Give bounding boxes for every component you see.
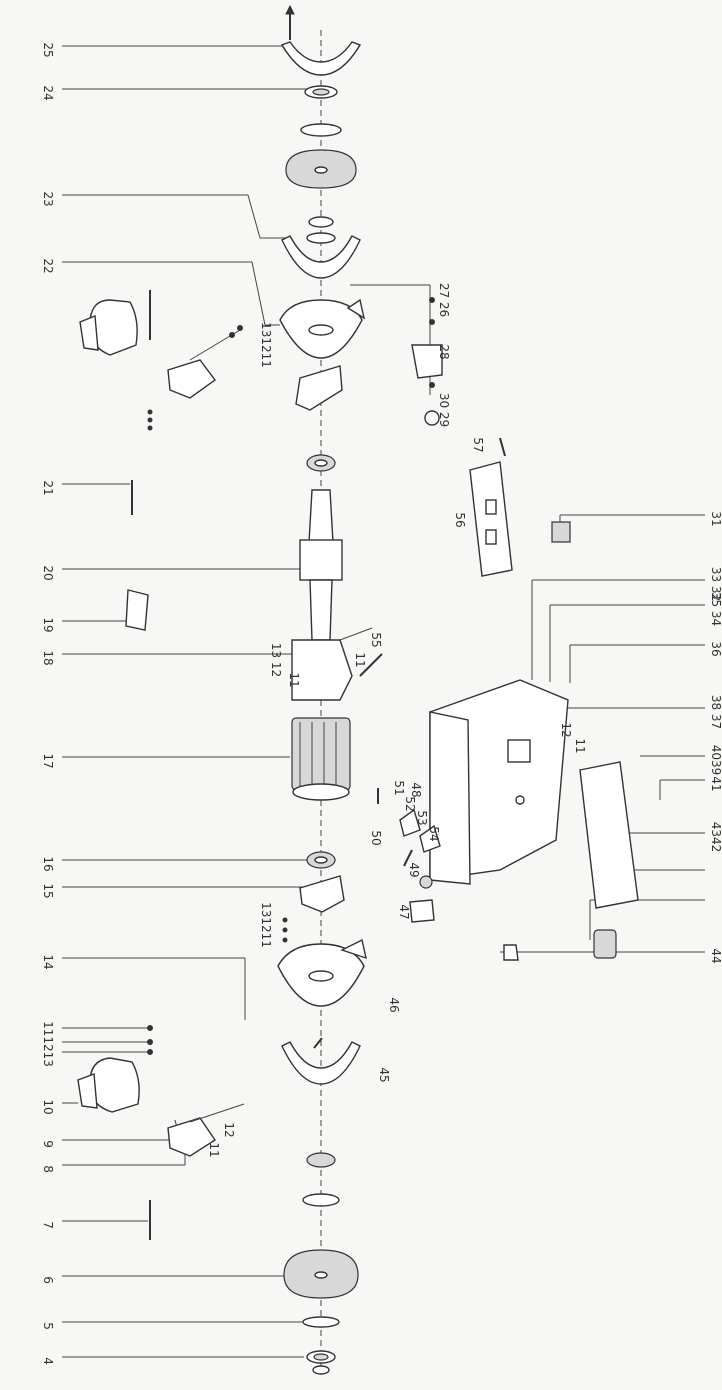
base-plate	[429, 679, 569, 885]
part-label-i56: 56	[453, 512, 467, 527]
bottom-cover-plate	[579, 761, 639, 909]
part-label-i53: 53	[415, 810, 429, 825]
motor-shaft	[299, 489, 343, 641]
washer-top	[300, 123, 342, 137]
end-cap	[299, 875, 345, 913]
washer-5	[302, 1316, 340, 1328]
parts	[77, 4, 639, 1375]
leader-lines-left	[62, 45, 322, 1358]
part-label-i2726: 27 26	[437, 283, 451, 317]
part-label-n111213: 111213	[41, 1021, 55, 1067]
grinding-wheel-top	[285, 149, 357, 189]
flange-nut-top	[304, 85, 338, 99]
part-label-i12b: 12	[559, 722, 573, 737]
part-label-i55: 55	[369, 632, 383, 647]
part-label-i57: 57	[471, 437, 485, 452]
part-label-i45: 45	[377, 1067, 391, 1082]
part-label-n22: 22	[41, 258, 55, 273]
part-label-n9: 9	[41, 1140, 55, 1148]
part-label-n23: 23	[41, 191, 55, 206]
eye-shield-bottom	[77, 917, 288, 1240]
part-label-i52: 52	[403, 796, 417, 811]
inner-wheel-guard-bottom	[277, 938, 367, 1007]
part-label-r36: 36	[709, 641, 722, 656]
part-label-i131211b: 131211	[259, 902, 273, 948]
part-label-i48: 48	[409, 782, 423, 797]
part-label-n15: 15	[41, 883, 55, 898]
part-label-i11b: 11	[287, 672, 301, 687]
part-label-n4: 4	[41, 1357, 55, 1365]
motor-housing-cover	[291, 627, 383, 701]
label-plate	[125, 589, 149, 631]
part-label-i49: 49	[407, 862, 421, 877]
washer-bottom	[302, 1193, 340, 1207]
part-label-n10: 10	[41, 1099, 55, 1114]
part-label-i1312: 13 12	[269, 643, 283, 677]
part-label-i3029: 30 29	[437, 393, 451, 427]
part-label-n20: 20	[41, 565, 55, 580]
part-label-n24: 24	[41, 85, 55, 100]
bearing-top	[306, 454, 336, 472]
top-guard-cover	[280, 4, 362, 76]
small-hardware	[377, 788, 441, 867]
part-label-r4039: 4039	[709, 745, 722, 776]
part-label-r31: 31	[709, 511, 722, 526]
part-label-r3332: 33 32	[709, 567, 722, 601]
part-label-i11c: 11	[353, 652, 367, 667]
part-label-n25: 25	[41, 42, 55, 57]
part-label-i46: 46	[387, 997, 401, 1012]
switch	[551, 521, 571, 543]
left-labels: 25 24 23 22 21 20 19 18 17 16 15 14 111213 10 9 8 7 6 5 4	[41, 42, 55, 1364]
stator-armature	[291, 717, 351, 801]
part-label-n5: 5	[41, 1322, 55, 1330]
part-label-r3837: 38 37	[709, 695, 722, 729]
eye-shield-top	[79, 290, 243, 431]
part-label-i50: 50	[369, 830, 383, 845]
part-label-i47: 47	[397, 904, 411, 919]
part-label-i131211a: 131211	[259, 322, 273, 368]
spark-guard-bracket	[409, 875, 435, 923]
mounting-bracket	[469, 437, 513, 577]
part-label-i51: 51	[392, 780, 406, 795]
flange-nut-4	[306, 1350, 336, 1364]
grinding-wheel-bottom	[283, 1249, 359, 1299]
part-label-i54: 54	[427, 826, 441, 841]
part-label-i11d: 11	[573, 738, 587, 753]
part-label-i11a: 11	[207, 1142, 221, 1157]
inner-wheel-guard-top	[279, 298, 366, 411]
nut-3	[312, 1365, 330, 1375]
bearing-mid	[306, 851, 336, 869]
part-label-n7: 7	[41, 1221, 55, 1229]
outer-wheel-guard-bottom	[281, 1037, 361, 1085]
part-label-n8: 8	[41, 1165, 55, 1173]
part-label-n21: 21	[41, 480, 55, 495]
part-label-r3534: 35 34	[709, 592, 722, 626]
tool-rest-top	[411, 297, 443, 426]
capacitor	[593, 929, 617, 959]
flange-bottom	[306, 1152, 336, 1168]
part-label-n17: 17	[41, 753, 55, 768]
outer-wheel-guard-top	[281, 216, 361, 279]
part-label-r41: 41	[709, 776, 722, 791]
part-label-n14: 14	[41, 954, 55, 969]
part-label-i28: 28	[437, 344, 451, 359]
part-label-n6: 6	[41, 1276, 55, 1284]
part-label-r44: 44	[709, 948, 722, 963]
part-label-n19: 19	[41, 617, 55, 632]
part-label-r4342: 4342	[709, 822, 722, 853]
part-label-i12a: 12	[222, 1122, 236, 1137]
part-label-n18: 18	[41, 650, 55, 665]
part-label-n16: 16	[41, 856, 55, 871]
power-plug	[503, 944, 519, 961]
